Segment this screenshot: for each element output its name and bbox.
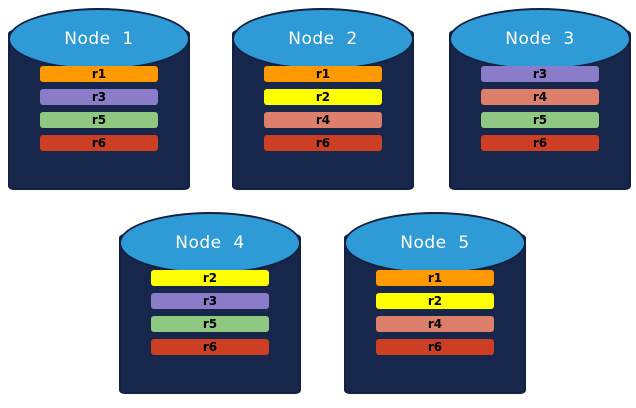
cylinder-1: Node 1 r1 r3 r5 r6 bbox=[8, 8, 190, 190]
replica-list-2: r1 r2 r4 r6 bbox=[232, 66, 414, 151]
node-cylinder-3[interactable]: Node 3 r3 r4 r5 r6 bbox=[449, 8, 631, 190]
replica-bar-r3[interactable]: r3 bbox=[151, 293, 269, 309]
cylinder-top-ellipse-3 bbox=[449, 8, 631, 70]
replica-bar-r4[interactable]: r4 bbox=[376, 316, 494, 332]
node-label-5: Node 5 bbox=[400, 233, 470, 253]
replica-list-4: r2 r3 r5 r6 bbox=[119, 270, 301, 355]
cylinder-top-ellipse-2 bbox=[232, 8, 414, 70]
replica-bar-r3[interactable]: r3 bbox=[40, 89, 158, 105]
replica-bar-r4[interactable]: r4 bbox=[264, 112, 382, 128]
replica-bar-r2[interactable]: r2 bbox=[151, 270, 269, 286]
cylinder-5: Node 5 r1 r2 r4 r6 bbox=[344, 212, 526, 394]
replica-bar-r6[interactable]: r6 bbox=[376, 339, 494, 355]
replica-bar-r2[interactable]: r2 bbox=[264, 89, 382, 105]
replica-bar-r5[interactable]: r5 bbox=[151, 316, 269, 332]
node-cylinder-1[interactable]: Node 1 r1 r3 r5 r6 bbox=[8, 8, 190, 190]
replica-bar-r1[interactable]: r1 bbox=[40, 66, 158, 82]
node-label-2: Node 2 bbox=[288, 29, 358, 49]
replica-bar-r5[interactable]: r5 bbox=[40, 112, 158, 128]
cylinder-2: Node 2 r1 r2 r4 r6 bbox=[232, 8, 414, 190]
node-label-4: Node 4 bbox=[175, 233, 245, 253]
replica-list-3: r3 r4 r5 r6 bbox=[449, 66, 631, 151]
replica-list-1: r1 r3 r5 r6 bbox=[8, 66, 190, 151]
replica-list-5: r1 r2 r4 r6 bbox=[344, 270, 526, 355]
cylinder-3: Node 3 r3 r4 r5 r6 bbox=[449, 8, 631, 190]
replica-bar-r3[interactable]: r3 bbox=[481, 66, 599, 82]
replica-bar-r1[interactable]: r1 bbox=[264, 66, 382, 82]
cylinder-top-ellipse-5 bbox=[344, 212, 526, 274]
cylinder-4: Node 4 r2 r3 r5 r6 bbox=[119, 212, 301, 394]
replica-bar-r6[interactable]: r6 bbox=[40, 135, 158, 151]
replica-bar-r1[interactable]: r1 bbox=[376, 270, 494, 286]
node-cylinder-5[interactable]: Node 5 r1 r2 r4 r6 bbox=[344, 212, 526, 394]
replica-bar-r6[interactable]: r6 bbox=[481, 135, 599, 151]
node-label-1: Node 1 bbox=[64, 29, 134, 49]
node-label-3: Node 3 bbox=[505, 29, 575, 49]
node-cylinder-2[interactable]: Node 2 r1 r2 r4 r6 bbox=[232, 8, 414, 190]
replica-bar-r5[interactable]: r5 bbox=[481, 112, 599, 128]
replica-bar-r4[interactable]: r4 bbox=[481, 89, 599, 105]
replica-bar-r6[interactable]: r6 bbox=[151, 339, 269, 355]
replica-bar-r6[interactable]: r6 bbox=[264, 135, 382, 151]
replica-bar-r2[interactable]: r2 bbox=[376, 293, 494, 309]
node-cylinder-4[interactable]: Node 4 r2 r3 r5 r6 bbox=[119, 212, 301, 394]
cylinder-top-ellipse-1 bbox=[8, 8, 190, 70]
